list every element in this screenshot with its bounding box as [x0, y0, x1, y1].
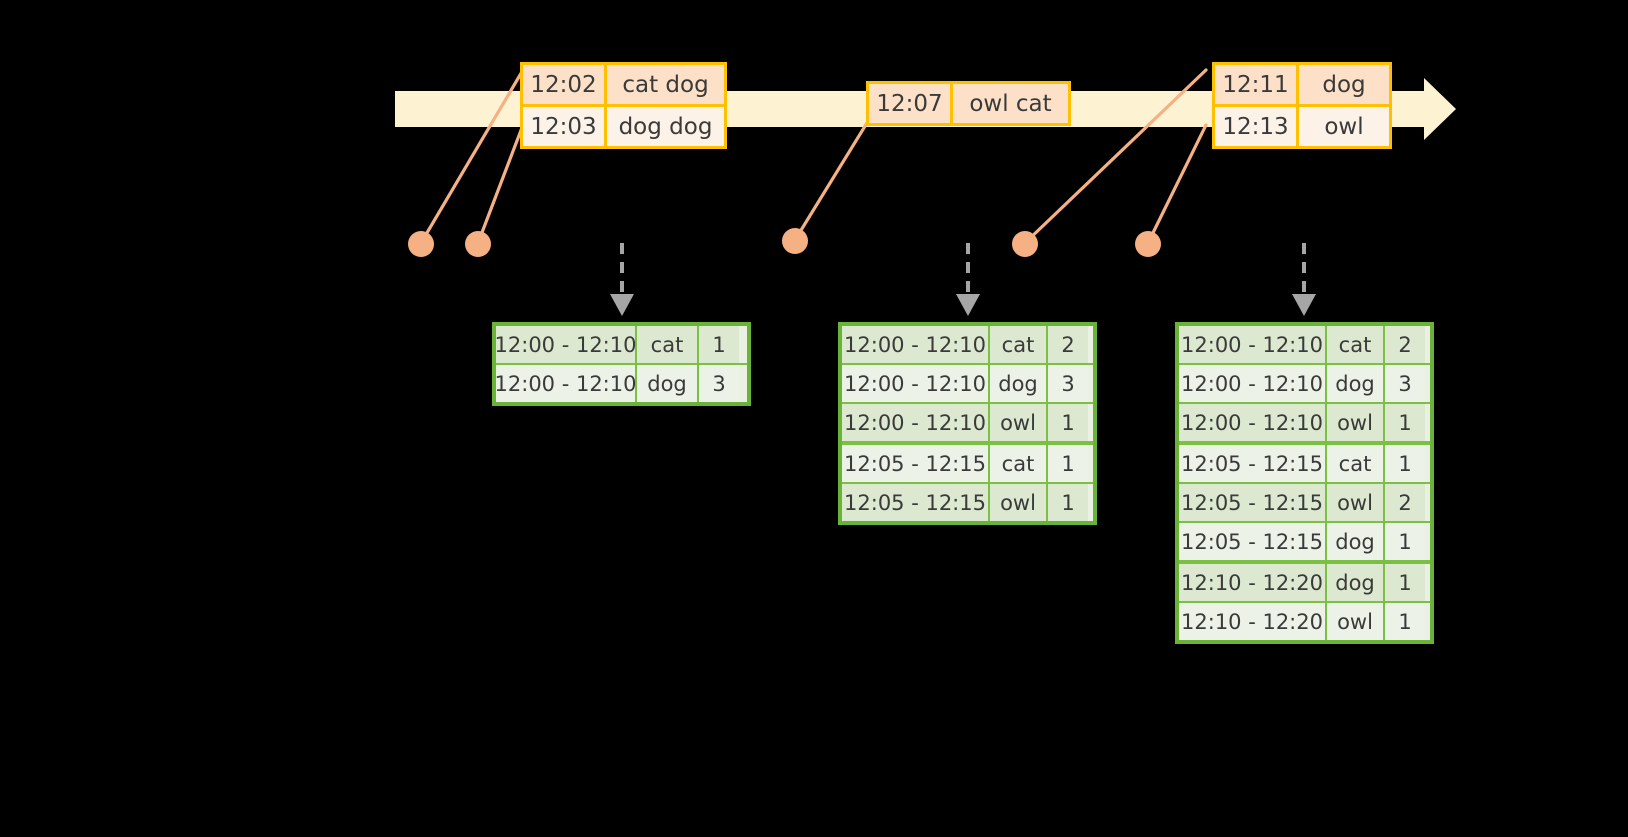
connector-dot-4: [1012, 231, 1038, 257]
table-row[interactable]: 12:05 - 12:15 cat 1: [1179, 441, 1430, 482]
event-time: 12:03: [523, 107, 607, 146]
event-words: dog: [1299, 65, 1389, 104]
cell-word: dog: [1327, 564, 1385, 601]
cell-word: owl: [990, 484, 1048, 521]
cell-word: cat: [637, 326, 699, 363]
cell-count: 2: [1385, 484, 1425, 521]
result-table-3[interactable]: 12:00 - 12:10 cat 2 12:00 - 12:10 dog 3 …: [1175, 322, 1434, 644]
cell-word: owl: [1327, 484, 1385, 521]
event-group-2[interactable]: 12:07 owl cat: [866, 81, 1071, 126]
cell-word: cat: [1327, 326, 1385, 363]
event-words: owl cat: [953, 84, 1068, 123]
arrowhead-1: [610, 294, 634, 316]
table-row[interactable]: 12:05 - 12:15 dog 1: [1179, 521, 1430, 560]
event-row[interactable]: 12:02 cat dog: [523, 65, 724, 104]
event-words: dog dog: [607, 107, 724, 146]
event-time: 12:13: [1215, 107, 1299, 146]
cell-count: 2: [1048, 326, 1088, 363]
cell-word: owl: [1327, 603, 1385, 640]
cell-count: 1: [1385, 603, 1425, 640]
cell-count: 3: [1048, 365, 1088, 402]
cell-window: 12:05 - 12:15: [1179, 484, 1327, 521]
table-row[interactable]: 12:05 - 12:15 owl 2: [1179, 482, 1430, 521]
event-time: 12:07: [869, 84, 953, 123]
cell-word: dog: [990, 365, 1048, 402]
cell-word: owl: [990, 404, 1048, 441]
cell-window: 12:00 - 12:10: [842, 326, 990, 363]
event-words: owl: [1299, 107, 1389, 146]
cell-count: 3: [699, 365, 739, 402]
event-words: cat dog: [607, 65, 724, 104]
cell-count: 1: [1385, 404, 1425, 441]
arrowhead-2: [956, 294, 980, 316]
event-row[interactable]: 12:11 dog: [1215, 65, 1389, 104]
cell-window: 12:00 - 12:10: [1179, 326, 1327, 363]
cell-window: 12:00 - 12:10: [842, 404, 990, 441]
cell-word: owl: [1327, 404, 1385, 441]
cell-count: 1: [1385, 564, 1425, 601]
cell-window: 12:05 - 12:15: [1179, 523, 1327, 560]
cell-window: 12:00 - 12:10: [1179, 404, 1327, 441]
table-row[interactable]: 12:10 - 12:20 owl 1: [1179, 601, 1430, 640]
cell-window: 12:00 - 12:10: [842, 365, 990, 402]
cell-word: cat: [1327, 445, 1385, 482]
table-row[interactable]: 12:00 - 12:10 dog 3: [495, 363, 747, 402]
connector-dot-5: [1135, 231, 1161, 257]
arrowhead-3: [1292, 294, 1316, 316]
cell-window: 12:00 - 12:10: [1179, 365, 1327, 402]
cell-window: 12:05 - 12:15: [1179, 445, 1327, 482]
event-time: 12:02: [523, 65, 607, 104]
cell-count: 2: [1385, 326, 1425, 363]
table-row[interactable]: 12:00 - 12:10 dog 3: [842, 363, 1093, 402]
cell-window: 12:00 - 12:10: [495, 326, 637, 363]
cell-window: 12:05 - 12:15: [842, 484, 990, 521]
table-row[interactable]: 12:05 - 12:15 owl 1: [842, 482, 1093, 521]
table-row[interactable]: 12:00 - 12:10 owl 1: [842, 402, 1093, 441]
cell-window: 12:00 - 12:10: [495, 365, 637, 402]
result-table-2[interactable]: 12:00 - 12:10 cat 2 12:00 - 12:10 dog 3 …: [838, 322, 1097, 525]
event-group-1[interactable]: 12:02 cat dog 12:03 dog dog: [520, 62, 727, 149]
cell-word: cat: [990, 445, 1048, 482]
cell-count: 1: [1048, 445, 1088, 482]
table-row[interactable]: 12:00 - 12:10 dog 3: [1179, 363, 1430, 402]
cell-count: 1: [1048, 484, 1088, 521]
connector-dot-2: [465, 231, 491, 257]
table-row[interactable]: 12:10 - 12:20 dog 1: [1179, 560, 1430, 601]
result-table-1[interactable]: 12:00 - 12:10 cat 1 12:00 - 12:10 dog 3: [492, 322, 751, 406]
connector-dot-3: [782, 228, 808, 254]
connector-dot-1: [408, 231, 434, 257]
timeline-arrowhead: [1424, 78, 1456, 140]
cell-count: 1: [1385, 523, 1425, 560]
event-row[interactable]: 12:13 owl: [1215, 104, 1389, 146]
cell-word: dog: [1327, 365, 1385, 402]
cell-count: 1: [1048, 404, 1088, 441]
table-row[interactable]: 12:00 - 12:10 cat 1: [495, 326, 747, 363]
table-row[interactable]: 12:00 - 12:10 owl 1: [1179, 402, 1430, 441]
cell-word: dog: [1327, 523, 1385, 560]
event-row[interactable]: 12:03 dog dog: [523, 104, 724, 146]
event-row[interactable]: 12:07 owl cat: [869, 84, 1068, 123]
cell-word: cat: [990, 326, 1048, 363]
cell-window: 12:10 - 12:20: [1179, 564, 1327, 601]
table-row[interactable]: 12:00 - 12:10 cat 2: [842, 326, 1093, 363]
table-row[interactable]: 12:05 - 12:15 cat 1: [842, 441, 1093, 482]
cell-count: 3: [1385, 365, 1425, 402]
cell-window: 12:10 - 12:20: [1179, 603, 1327, 640]
cell-count: 1: [1385, 445, 1425, 482]
cell-window: 12:05 - 12:15: [842, 445, 990, 482]
event-time: 12:11: [1215, 65, 1299, 104]
table-row[interactable]: 12:00 - 12:10 cat 2: [1179, 326, 1430, 363]
event-group-3[interactable]: 12:11 dog 12:13 owl: [1212, 62, 1392, 149]
cell-word: dog: [637, 365, 699, 402]
cell-count: 1: [699, 326, 739, 363]
